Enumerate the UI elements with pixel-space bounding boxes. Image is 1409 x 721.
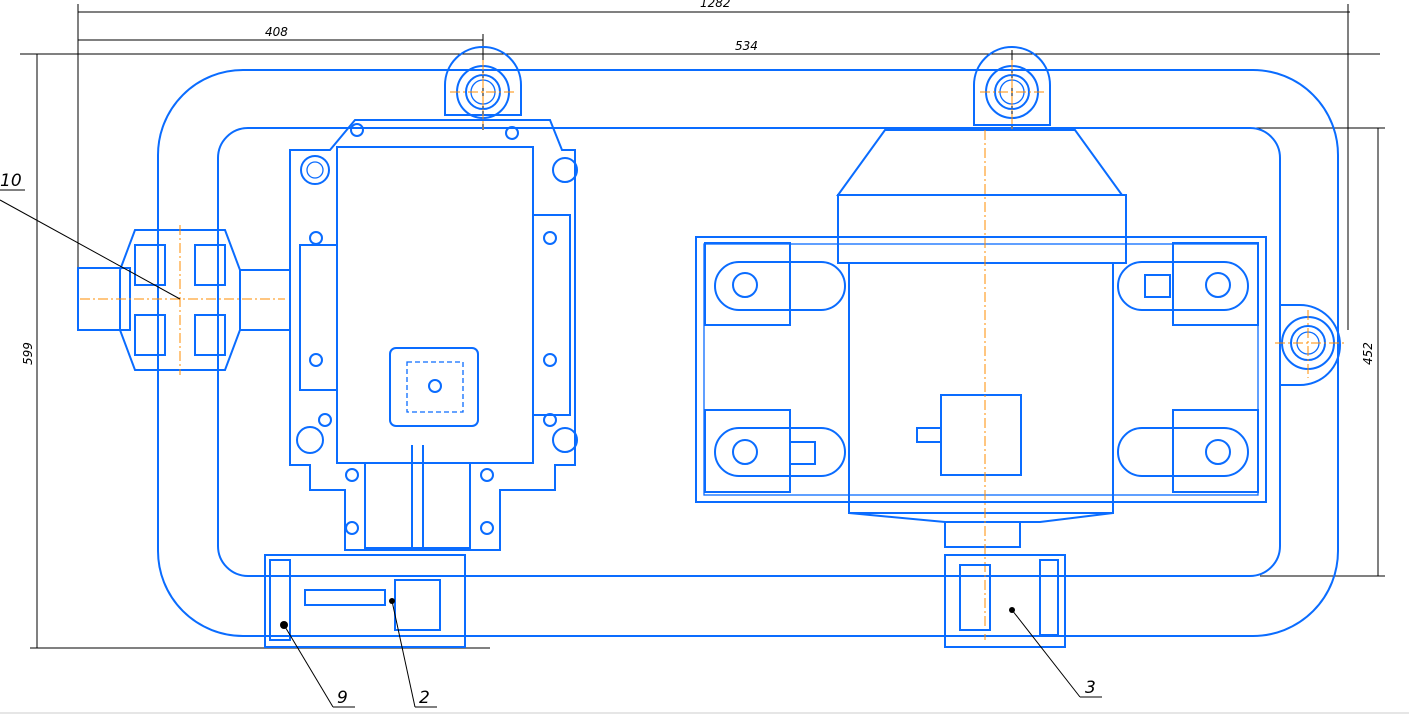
callout-3: 3: [1085, 678, 1096, 698]
support-section-left: [264, 554, 466, 648]
dimension-lines: [0, 4, 1409, 714]
dim-frame-height: 452: [1361, 342, 1375, 365]
coupling: [77, 225, 291, 375]
leader-lines: [0, 189, 1102, 708]
motor-slide-rails: [704, 242, 1259, 493]
callout-10: 10: [0, 171, 22, 191]
gearbox: [289, 119, 578, 551]
dim-overall-height: 599: [21, 342, 35, 365]
dim-gearbox-offset: 408: [265, 25, 288, 39]
electric-motor: [695, 129, 1267, 640]
support-section-right: [944, 554, 1066, 648]
callout-9: 9: [337, 688, 348, 708]
lifting-lug-side: [1275, 304, 1345, 386]
callout-2: 2: [419, 688, 430, 708]
dim-lug-spacing: 534: [735, 39, 758, 53]
base-frame: [157, 69, 1339, 637]
dim-overall-width: 1282: [700, 0, 731, 10]
lifting-lug-left: [444, 46, 522, 130]
lifting-lug-right: [973, 46, 1051, 130]
